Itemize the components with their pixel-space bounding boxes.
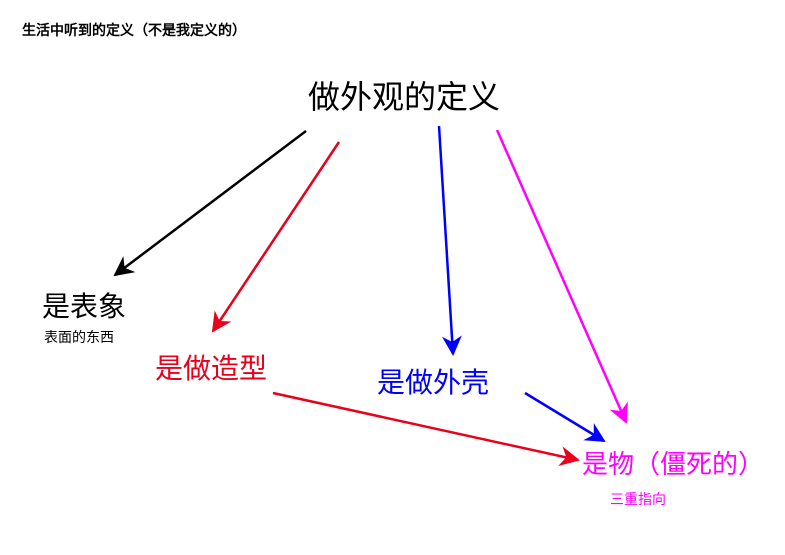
- node-object: 是物（僵死的）: [582, 450, 764, 480]
- arrow-to-shell: [437, 125, 462, 356]
- center-node: 做外观的定义: [308, 78, 500, 116]
- arrow-styling-to-object: [272, 391, 580, 466]
- arrow-to-styling: [211, 141, 341, 333]
- diagram-title: 生活中听到的定义（不是我定义的）: [22, 22, 246, 39]
- arrow-to-object: [495, 129, 628, 424]
- node-object-note: 三重指向: [610, 492, 666, 508]
- arrow-shell-to-object: [524, 391, 606, 443]
- arrow-to-appearance: [113, 130, 307, 277]
- node-shell: 是做外壳: [377, 366, 489, 399]
- node-appearance-note: 表面的东西: [44, 330, 114, 346]
- node-appearance: 是表象: [42, 290, 126, 323]
- node-styling: 是做造型: [155, 352, 267, 385]
